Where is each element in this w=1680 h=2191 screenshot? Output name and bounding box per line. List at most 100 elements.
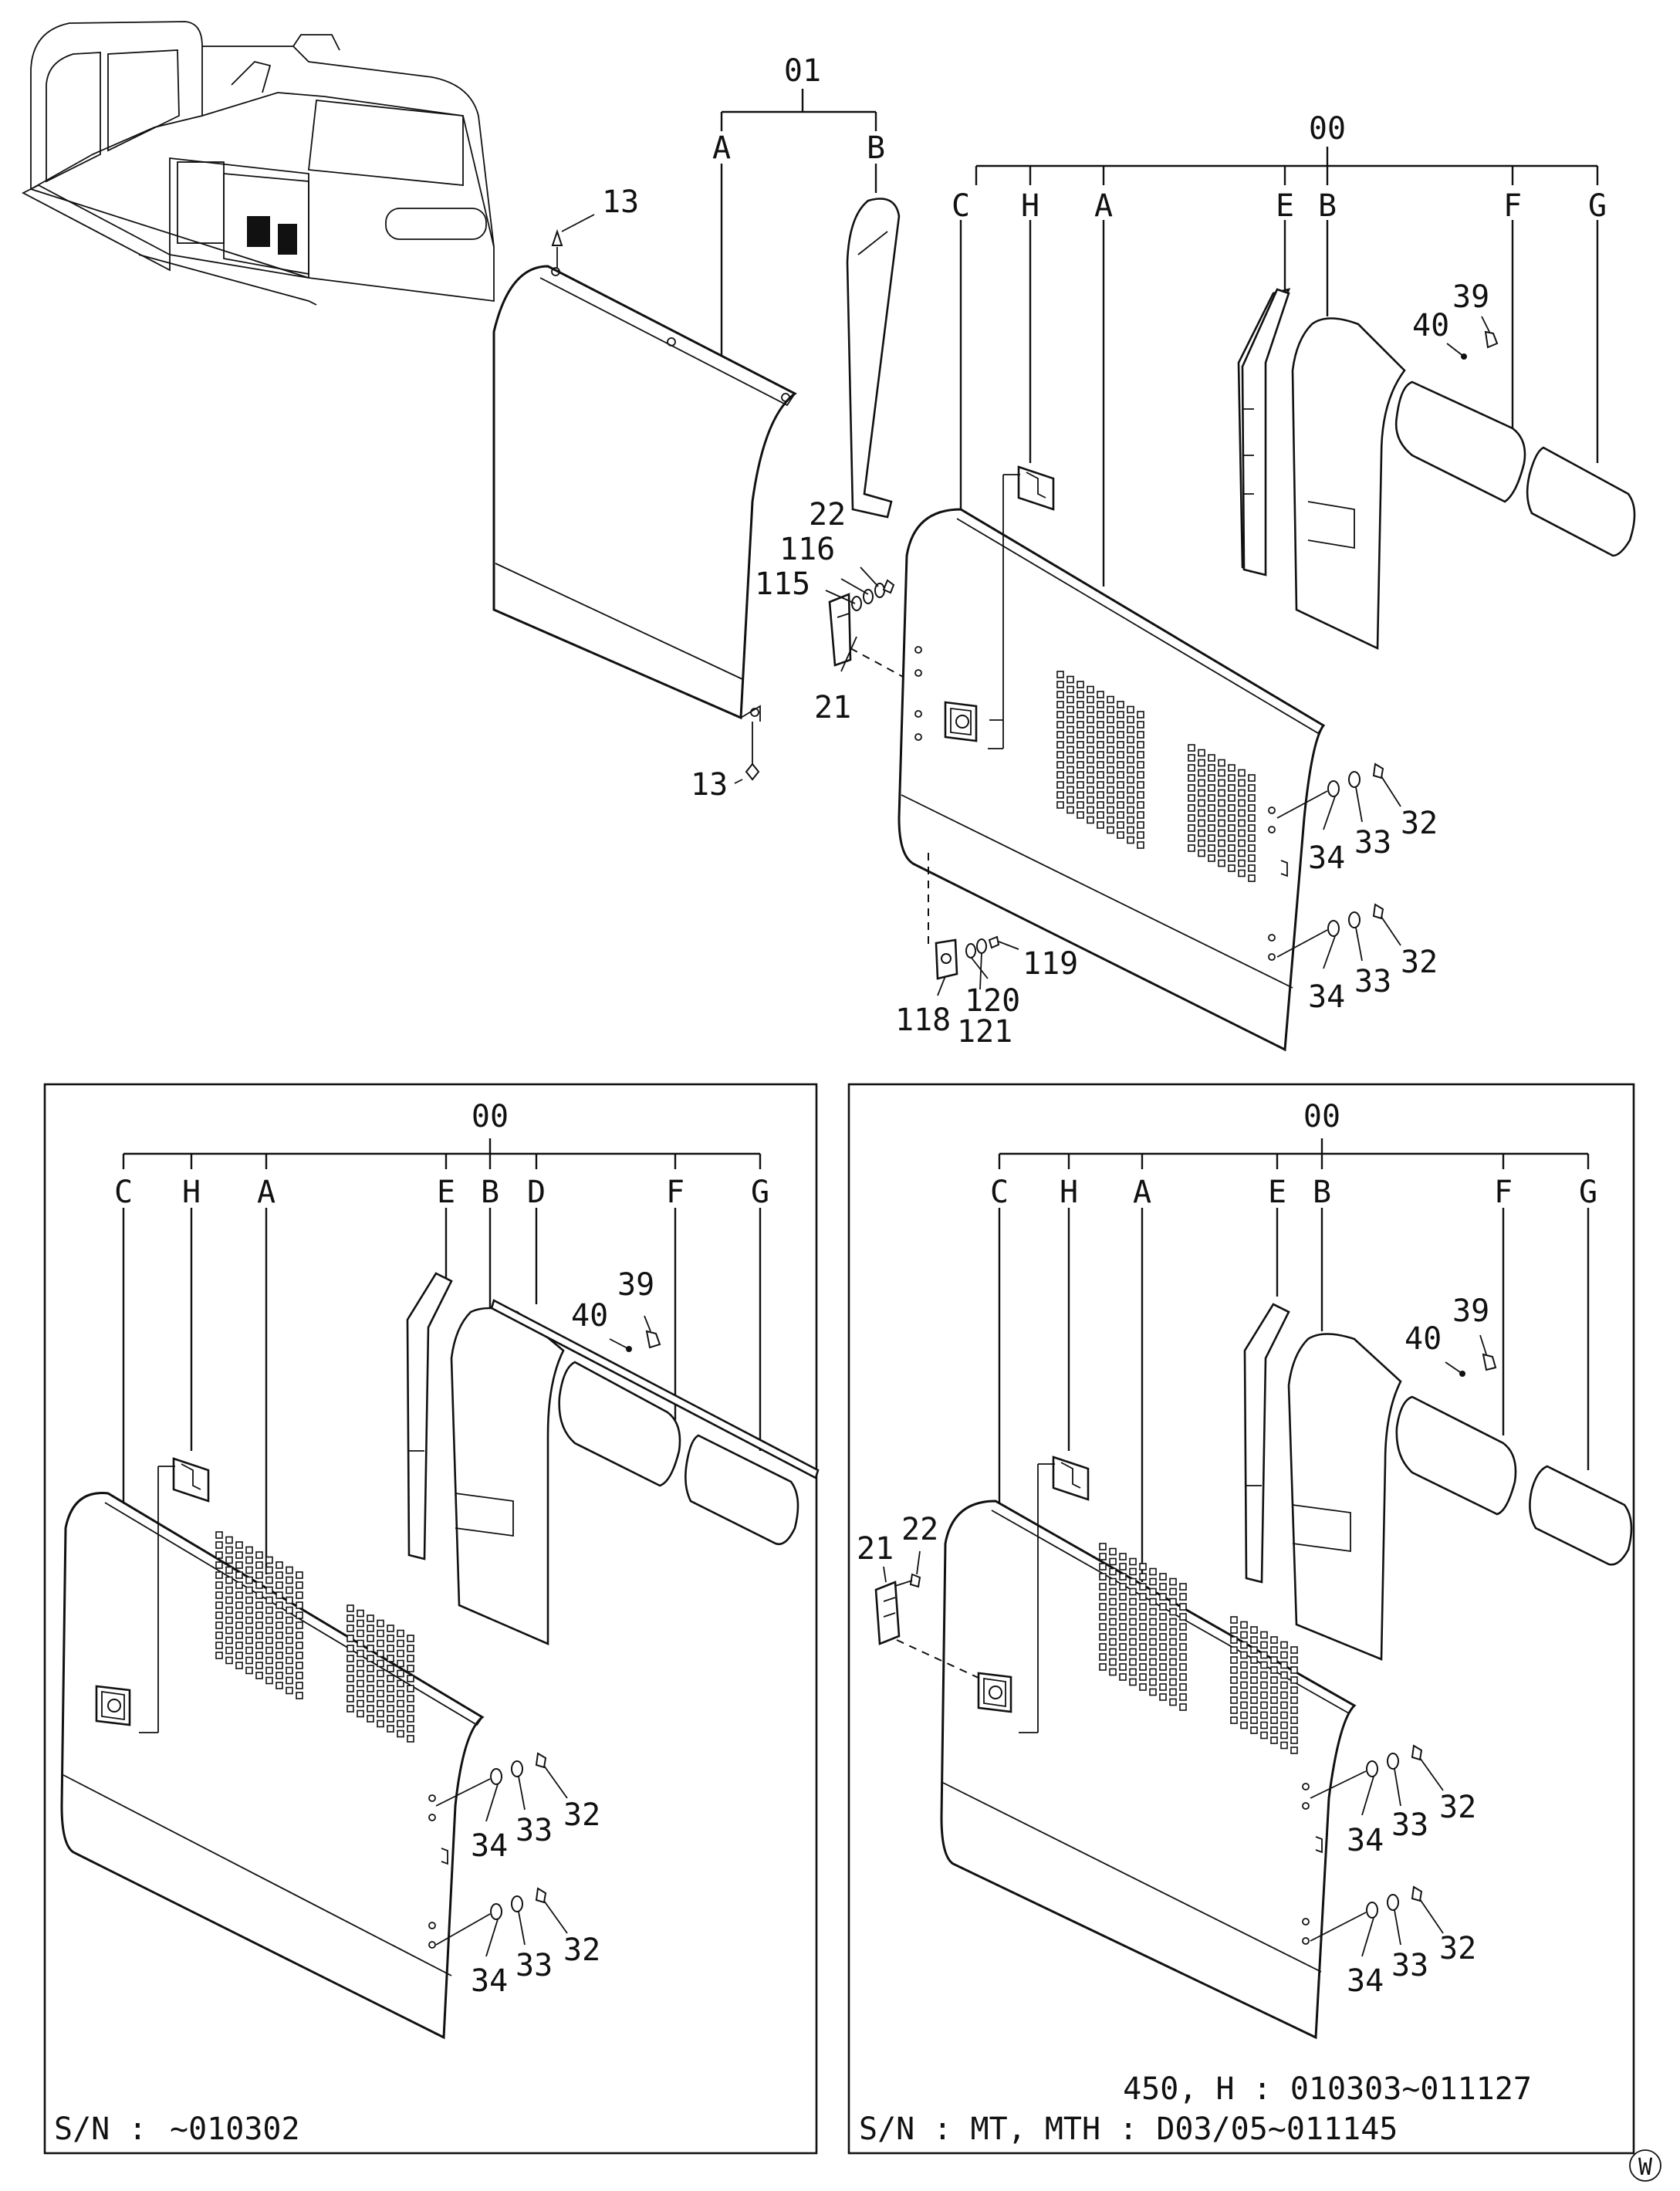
grille-slot: [1260, 1681, 1268, 1689]
grille-slot: [1107, 766, 1114, 774]
grille-slot: [1179, 1693, 1187, 1701]
grille-slot: [1149, 1587, 1157, 1596]
grille-slot: [1218, 829, 1225, 837]
label-22: 22: [901, 1512, 938, 1547]
grille-slot: [1270, 1736, 1278, 1744]
grille-slot: [1107, 705, 1114, 714]
label-E: E: [437, 1175, 455, 1210]
grille-slot: [367, 1705, 374, 1713]
label-H: H: [1060, 1175, 1078, 1210]
grille-slot: [1198, 849, 1205, 857]
grille-slot: [1097, 741, 1104, 749]
grille-slot: [1198, 799, 1205, 807]
grille-slot: [1066, 796, 1074, 804]
label-B: B: [481, 1175, 499, 1210]
grille-slot: [286, 1606, 293, 1615]
grille-slot: [275, 1581, 283, 1589]
grille-slot: [1097, 791, 1104, 799]
grille-slot: [397, 1719, 404, 1728]
label-119: 119: [1023, 946, 1078, 982]
grille-slot: [1179, 1673, 1187, 1681]
grille-slot: [1228, 844, 1235, 852]
grille-slot: [1248, 834, 1256, 842]
grille-slot: [215, 1642, 223, 1649]
grille-slot: [1087, 796, 1094, 804]
grille-slot: [1109, 1658, 1117, 1666]
grille-slot: [1099, 1613, 1107, 1621]
grille-slot: [1179, 1623, 1187, 1631]
grille-slot: [1169, 1678, 1177, 1686]
grille-slot: [215, 1601, 223, 1609]
grille-slot: [1169, 1698, 1177, 1706]
grille-slot: [346, 1625, 354, 1632]
grille-slot: [1188, 774, 1195, 782]
right-variant-box: [847, 1083, 1635, 2155]
grille-slot: [1218, 779, 1225, 787]
grille-slot: [1066, 685, 1074, 694]
grille-slot: [1250, 1706, 1258, 1714]
sn-value: ~010302: [170, 2112, 300, 2147]
grille-slot: [1230, 1706, 1238, 1714]
grille-slot: [1290, 1736, 1298, 1744]
grille-slot: [235, 1571, 243, 1579]
grille-slot: [1117, 741, 1124, 749]
grille-slot: [397, 1629, 404, 1638]
grille-slot: [387, 1655, 394, 1662]
grille-slot: [265, 1666, 273, 1675]
grille-slot: [1097, 721, 1104, 729]
grille-slot: [1248, 784, 1256, 792]
grille-slot: [1238, 819, 1246, 827]
grille-slot: [1270, 1686, 1278, 1694]
label-121: 121: [957, 1014, 1012, 1050]
grille-slot: [1149, 1618, 1157, 1626]
grille-slot: [1117, 811, 1124, 819]
grille-slot: [1107, 786, 1114, 794]
grille-slot: [1188, 844, 1195, 852]
grille-slot: [1188, 794, 1195, 802]
grille-slot: [1250, 1686, 1258, 1694]
grille-slot: [215, 1581, 223, 1589]
left-variant-box: [43, 1083, 820, 2155]
grille-slot: [1137, 721, 1144, 729]
label-00: 00: [1303, 1099, 1340, 1134]
grille-slot: [235, 1652, 243, 1659]
grille-slot: [1127, 796, 1134, 804]
grille-slot: [1119, 1593, 1127, 1601]
grille-slot: [245, 1666, 253, 1675]
grille-slot: [1119, 1623, 1127, 1631]
grille-slot: [346, 1695, 354, 1702]
grille-slot: [407, 1685, 414, 1692]
grille-slot: [367, 1675, 374, 1682]
grille-slot: [1218, 849, 1225, 857]
label-A: A: [1094, 188, 1113, 224]
grille-slot: [367, 1715, 374, 1723]
grille-slot: [407, 1655, 414, 1662]
grille-slot: [1139, 1573, 1147, 1581]
grille-slot: [1230, 1616, 1238, 1624]
grille-slot: [215, 1621, 223, 1629]
grille-slot: [1129, 1648, 1137, 1656]
grille-slot: [1270, 1696, 1278, 1704]
grille-slot: [1097, 771, 1104, 779]
main-assembly: [492, 89, 1636, 1052]
grille-slot: [1129, 1577, 1137, 1586]
grille-slot: [1137, 841, 1144, 849]
grille-slot: [1087, 756, 1094, 764]
label-32-lower: 32: [1439, 1931, 1476, 1966]
grille-slot: [1129, 1638, 1137, 1646]
grille-slot: [1238, 809, 1246, 817]
grille-slot: [1117, 831, 1124, 839]
grille-slot: [1290, 1646, 1298, 1654]
grille-slot: [1198, 829, 1205, 837]
grille-slot: [1077, 731, 1084, 739]
grille-slot: [296, 1642, 303, 1649]
grille-slot: [255, 1601, 263, 1609]
grille-slot: [1137, 781, 1144, 789]
grille-slot: [265, 1656, 273, 1665]
grille-slot: [1208, 784, 1215, 792]
grille-slot: [377, 1659, 384, 1668]
grille-slot: [1149, 1598, 1157, 1606]
grille-slot: [1169, 1608, 1177, 1616]
grille-slot: [1290, 1726, 1298, 1734]
grille-slot: [1228, 774, 1235, 782]
